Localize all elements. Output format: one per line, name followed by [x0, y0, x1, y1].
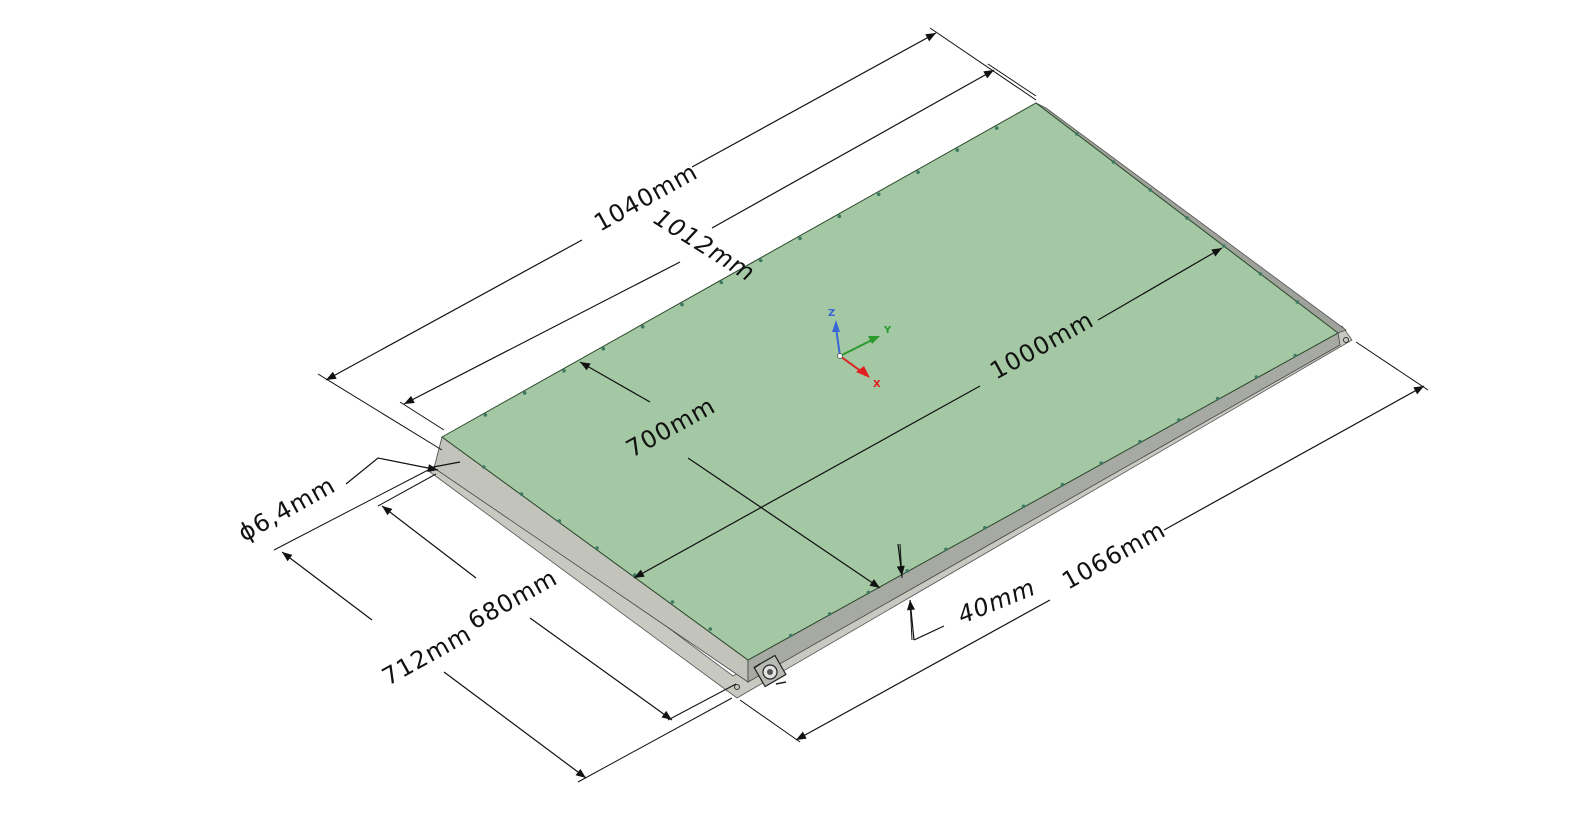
- dim-hole-diameter: ϕ6,4mm: [233, 471, 340, 547]
- screw: [789, 633, 793, 638]
- screw: [483, 413, 488, 417]
- screw: [798, 236, 802, 241]
- screw: [1293, 353, 1297, 358]
- screw: [1295, 300, 1300, 304]
- screw: [944, 547, 948, 552]
- screw: [562, 369, 566, 373]
- z-axis-label: Z: [828, 308, 835, 319]
- screw: [837, 214, 842, 219]
- x-axis-label: X: [873, 379, 881, 390]
- screw: [519, 492, 524, 496]
- x-axis-arrow: [856, 366, 870, 378]
- dimension-lines: [281, 32, 1425, 779]
- screw: [1075, 132, 1079, 136]
- screw: [876, 192, 881, 197]
- dim-overall-width: 712mm: [377, 619, 476, 691]
- y-axis-line: [839, 339, 873, 357]
- screw: [1060, 482, 1065, 487]
- screw: [680, 302, 684, 307]
- screw: [1222, 244, 1226, 248]
- screw: [1099, 461, 1103, 466]
- screw: [1185, 216, 1189, 220]
- y-axis-label: Y: [883, 325, 892, 336]
- screw: [482, 465, 486, 469]
- screw: [522, 391, 527, 395]
- screw: [1177, 418, 1181, 422]
- screw: [866, 590, 871, 595]
- connector: [753, 654, 787, 688]
- screw: [905, 569, 909, 573]
- screw: [983, 526, 987, 530]
- screw: [1215, 396, 1220, 401]
- dim-height: 40mm: [954, 573, 1040, 629]
- dim-inner-width: 680mm: [463, 563, 562, 635]
- screw: [955, 148, 960, 152]
- screw: [827, 612, 832, 616]
- screw: [640, 324, 645, 329]
- screw: [1148, 188, 1153, 192]
- screw: [708, 627, 713, 631]
- screw: [670, 600, 675, 604]
- screw: [1138, 439, 1142, 444]
- screw: [758, 258, 763, 263]
- y-axis-arrow: [868, 336, 880, 344]
- screw: [1021, 504, 1026, 509]
- screw: [1254, 375, 1259, 379]
- edge-screws: [482, 126, 1300, 638]
- screw: [595, 546, 599, 550]
- screw: [1258, 272, 1263, 276]
- screw: [719, 280, 724, 285]
- z-axis-line: [835, 327, 841, 357]
- screw: [1111, 160, 1116, 164]
- extension-lines: [273, 27, 1429, 783]
- panel-top: [441, 102, 1339, 661]
- screw: [601, 346, 606, 351]
- screw: [916, 170, 920, 174]
- dim-base-length: 1066mm: [1057, 516, 1170, 596]
- dim-inner-length: 1012mm: [649, 203, 760, 287]
- z-axis-arrow: [832, 320, 840, 332]
- corner-hole: [1343, 337, 1349, 343]
- panel-model: [429, 102, 1353, 699]
- screw: [557, 519, 562, 523]
- corner-hole: [734, 684, 740, 690]
- x-axis-line: [839, 355, 863, 373]
- axis-triad: Z Y X: [828, 308, 892, 390]
- screw: [994, 126, 999, 130]
